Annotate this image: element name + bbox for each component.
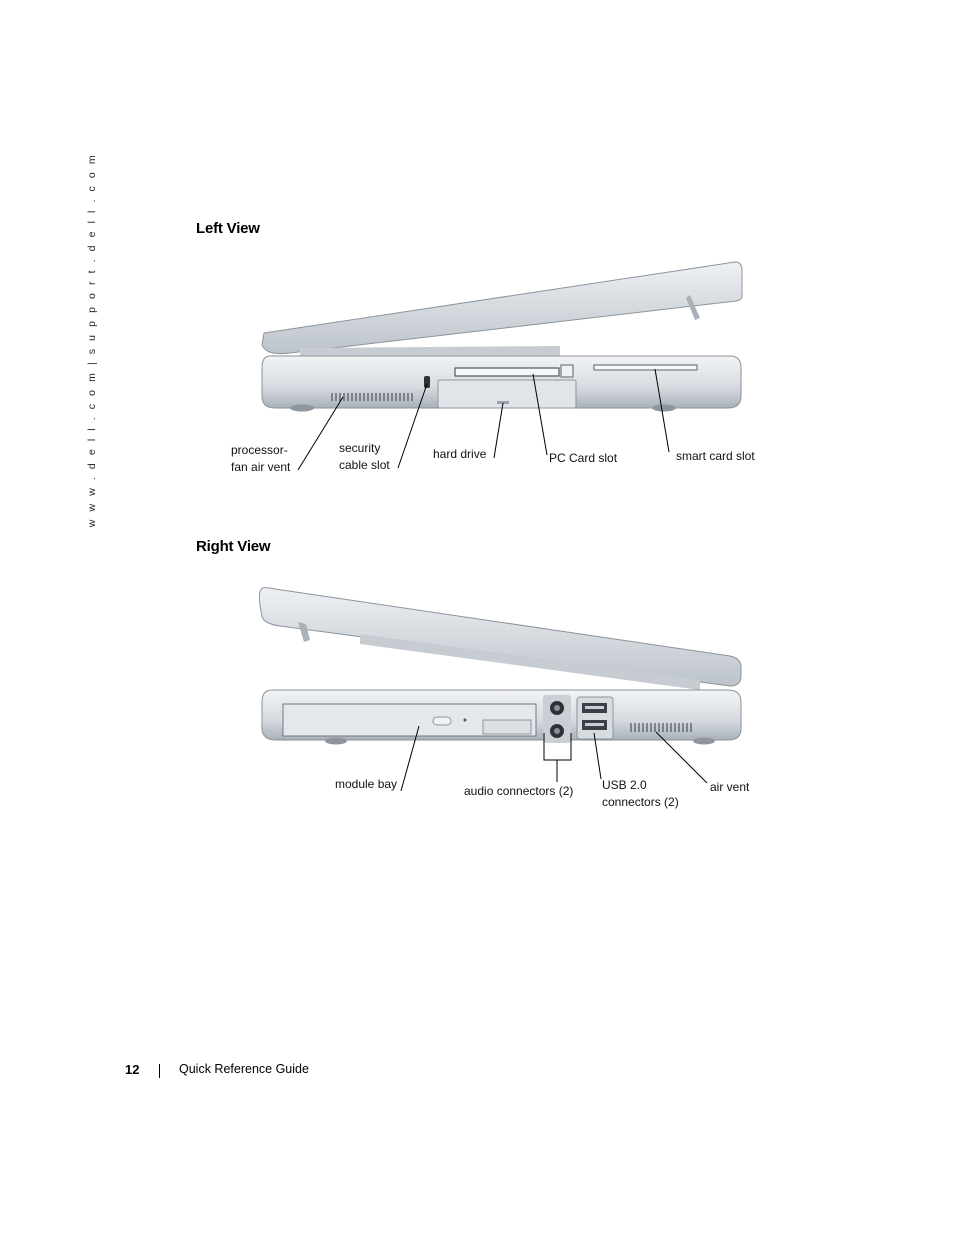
footer-divider — [159, 1064, 160, 1078]
left-view-laptop-illustration — [261, 261, 743, 471]
callout-air-vent: air vent — [710, 780, 750, 794]
right-view-figure — [258, 587, 742, 792]
callout-audio-connectors: audio connectors (2) — [464, 784, 574, 798]
callout-module-bay: module bay — [335, 777, 398, 791]
callout-usb-connectors: USB 2.0 connectors (2) — [602, 778, 679, 809]
callout-hard-drive: hard drive — [433, 447, 487, 461]
callout-processor-fan-air-vent: processor- fan air vent — [231, 443, 291, 474]
footer-guide-title: Quick Reference Guide — [179, 1062, 309, 1076]
right-view-heading: Right View — [196, 538, 271, 555]
left-view-figure — [0, 0, 954, 520]
callout-pc-card-slot: PC Card slot — [549, 451, 618, 465]
callout-smart-card-slot: smart card slot — [676, 449, 755, 463]
page-number: 12 — [125, 1062, 140, 1077]
callout-security-cable-slot: security cable slot — [339, 441, 390, 472]
right-view-laptop-illustration — [258, 587, 742, 792]
left-view-heading: Left View — [196, 220, 260, 237]
